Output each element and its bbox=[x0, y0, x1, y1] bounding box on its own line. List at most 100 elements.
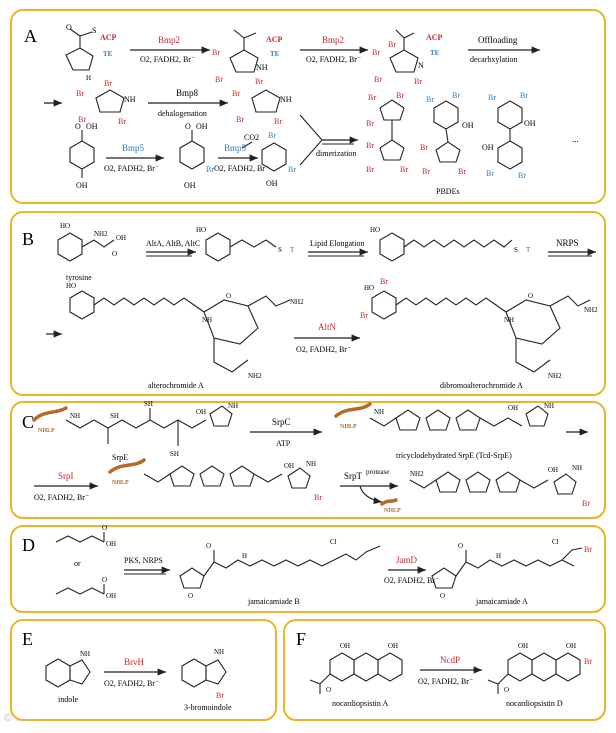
cond-dehalogenation: dehalogenation bbox=[158, 109, 207, 118]
cond-dimerization: dimerization bbox=[316, 149, 356, 158]
panel-f-frame bbox=[283, 619, 606, 721]
svg-text:O: O bbox=[458, 542, 463, 550]
svg-text:OH: OH bbox=[106, 592, 116, 600]
svg-text:Br: Br bbox=[366, 141, 374, 150]
svg-text:NH: NH bbox=[202, 316, 212, 324]
cond-lipid: Lipid Elongation bbox=[310, 239, 364, 248]
svg-text:S: S bbox=[514, 246, 518, 254]
enzyme-bmp2-1: Bmp2 bbox=[158, 35, 180, 45]
svg-text:H: H bbox=[86, 74, 91, 82]
cond-bmp2-2: O2, FADH2, Br⁻ bbox=[306, 55, 361, 64]
svg-text:OH: OH bbox=[284, 462, 294, 470]
cond-jamd: O2, FADH2, Br⁻ bbox=[384, 576, 439, 585]
tyrosine-structure: HO NH2 OH O bbox=[57, 222, 126, 262]
svg-text:Br: Br bbox=[366, 165, 374, 174]
svg-text:OH: OH bbox=[184, 181, 196, 190]
enzyme-pks: PKS, NRPS bbox=[124, 556, 163, 565]
svg-text:OH: OH bbox=[518, 642, 528, 650]
svg-text:NH: NH bbox=[572, 464, 582, 472]
svg-text:O: O bbox=[440, 592, 445, 600]
svg-text:NHLP: NHLP bbox=[340, 424, 357, 430]
nocardiopsistin-d-structure: OH OH O Br bbox=[487, 642, 592, 694]
svg-text:OH: OH bbox=[340, 642, 350, 650]
svg-text:OH: OH bbox=[86, 122, 98, 131]
dibromoalterochromide-a: HO Br Br NH O NH2 NH2 bbox=[360, 277, 598, 380]
cond-brvh: O2, FADH2, Br⁻ bbox=[104, 679, 159, 688]
enzyme-nrps: NRPS bbox=[556, 238, 579, 248]
panel-d-label: D bbox=[22, 535, 35, 555]
svg-text:Br: Br bbox=[584, 657, 592, 666]
final-azoline-product: NH2 OH NH Br bbox=[409, 464, 590, 508]
enzyme-bmp5-2: Bmp5 bbox=[224, 143, 247, 153]
svg-text:Br: Br bbox=[274, 117, 282, 126]
hexenoic-acid: OH O bbox=[55, 524, 116, 548]
svg-text:S: S bbox=[92, 26, 96, 35]
bromohydroxybenzoate: O OH OH Br bbox=[179, 122, 214, 190]
svg-text:HO: HO bbox=[196, 226, 206, 234]
tyrosine-label: tyrosine bbox=[66, 273, 92, 282]
panel-e-label: E bbox=[22, 629, 33, 649]
enzyme-altn: AltN bbox=[318, 322, 337, 332]
svg-text:O: O bbox=[66, 23, 72, 32]
svg-text:Br: Br bbox=[206, 165, 214, 174]
svg-text:OH: OH bbox=[462, 121, 474, 130]
svg-text:Cl: Cl bbox=[552, 538, 559, 546]
cond-atp: ATP bbox=[276, 439, 291, 448]
svg-text:OH: OH bbox=[524, 119, 536, 128]
hydroxybenzoate: O OH OH bbox=[69, 122, 98, 190]
svg-text:O: O bbox=[75, 122, 81, 131]
svg-text:Br: Br bbox=[388, 40, 396, 49]
svg-text:OH: OH bbox=[116, 234, 126, 242]
enzyme-alt: AltA, AltB, AltC bbox=[146, 239, 200, 248]
svg-text:NH2: NH2 bbox=[410, 470, 424, 478]
cond-co2: CO2 bbox=[244, 133, 259, 142]
svg-text:OH: OH bbox=[508, 404, 518, 412]
svg-text:ACP: ACP bbox=[426, 33, 443, 42]
indole-structure: NH bbox=[45, 650, 91, 688]
cond-bmp2-1: O2, FADH2, Br⁻ bbox=[140, 55, 195, 64]
jamaicamide-b: O O H Cl bbox=[179, 538, 381, 600]
nocardiopsistin-a-label: nocardiopsistin A bbox=[332, 699, 388, 708]
tetrabromopyrrole: Br Br Br Br NH bbox=[76, 79, 136, 126]
svg-text:Br: Br bbox=[374, 75, 382, 84]
enzyme-ncdp: NcdP bbox=[440, 655, 460, 665]
tcd-label: tricyclodehydrated SrpE (Tcd-SrpE) bbox=[396, 451, 512, 460]
svg-text:Br: Br bbox=[422, 167, 430, 176]
svg-text:TE: TE bbox=[270, 50, 280, 58]
panel-a: A O S H ACP TE Bmp2 O2, FADH2, Br⁻ Br Br… bbox=[10, 9, 606, 204]
svg-text:HO: HO bbox=[66, 282, 76, 290]
svg-text:S: S bbox=[278, 246, 282, 254]
svg-text:Br: Br bbox=[518, 171, 526, 180]
cond-decarboxylation: decarbxylation bbox=[470, 55, 518, 64]
svg-text:NH: NH bbox=[124, 95, 136, 104]
srpe-label: SrpE bbox=[112, 453, 128, 462]
svg-text:Br: Br bbox=[380, 277, 388, 286]
panel-a-label: A bbox=[24, 26, 37, 46]
svg-text:ACP: ACP bbox=[266, 35, 283, 44]
svg-text:Br: Br bbox=[582, 499, 590, 508]
svg-text:Br: Br bbox=[486, 169, 494, 178]
cond-bmp5-2: O2, FADH2, Br⁻ bbox=[214, 164, 269, 173]
svg-text:NHLP: NHLP bbox=[384, 508, 401, 514]
dibromophenol: Br Br OH bbox=[261, 131, 296, 188]
svg-text:H: H bbox=[496, 552, 501, 560]
enzyme-bmp8: Bmp8 bbox=[176, 88, 199, 98]
svg-text:OH: OH bbox=[388, 642, 398, 650]
panel-d-frame bbox=[10, 525, 606, 613]
svg-text:Br: Br bbox=[420, 143, 428, 152]
hexynoic-acid: OH O bbox=[55, 576, 116, 600]
panel-b-label: B bbox=[22, 229, 34, 249]
svg-text:OH: OH bbox=[106, 540, 116, 548]
svg-text:O: O bbox=[226, 292, 231, 300]
cond-offloading: Offloading bbox=[478, 35, 518, 45]
svg-text:NHLP: NHLP bbox=[112, 480, 129, 486]
svg-text:O: O bbox=[102, 524, 107, 532]
panel-f-label: F bbox=[296, 629, 306, 649]
svg-text:OH: OH bbox=[196, 122, 208, 131]
svg-text:O: O bbox=[326, 686, 331, 694]
svg-text:Br: Br bbox=[255, 77, 263, 86]
svg-text:Br: Br bbox=[212, 48, 220, 57]
panel-c: C NHLP NH SH SH SH OH NH SrpE SrpC ATP N… bbox=[10, 400, 606, 519]
svg-text:TE: TE bbox=[103, 50, 113, 58]
svg-text:O: O bbox=[206, 542, 211, 550]
